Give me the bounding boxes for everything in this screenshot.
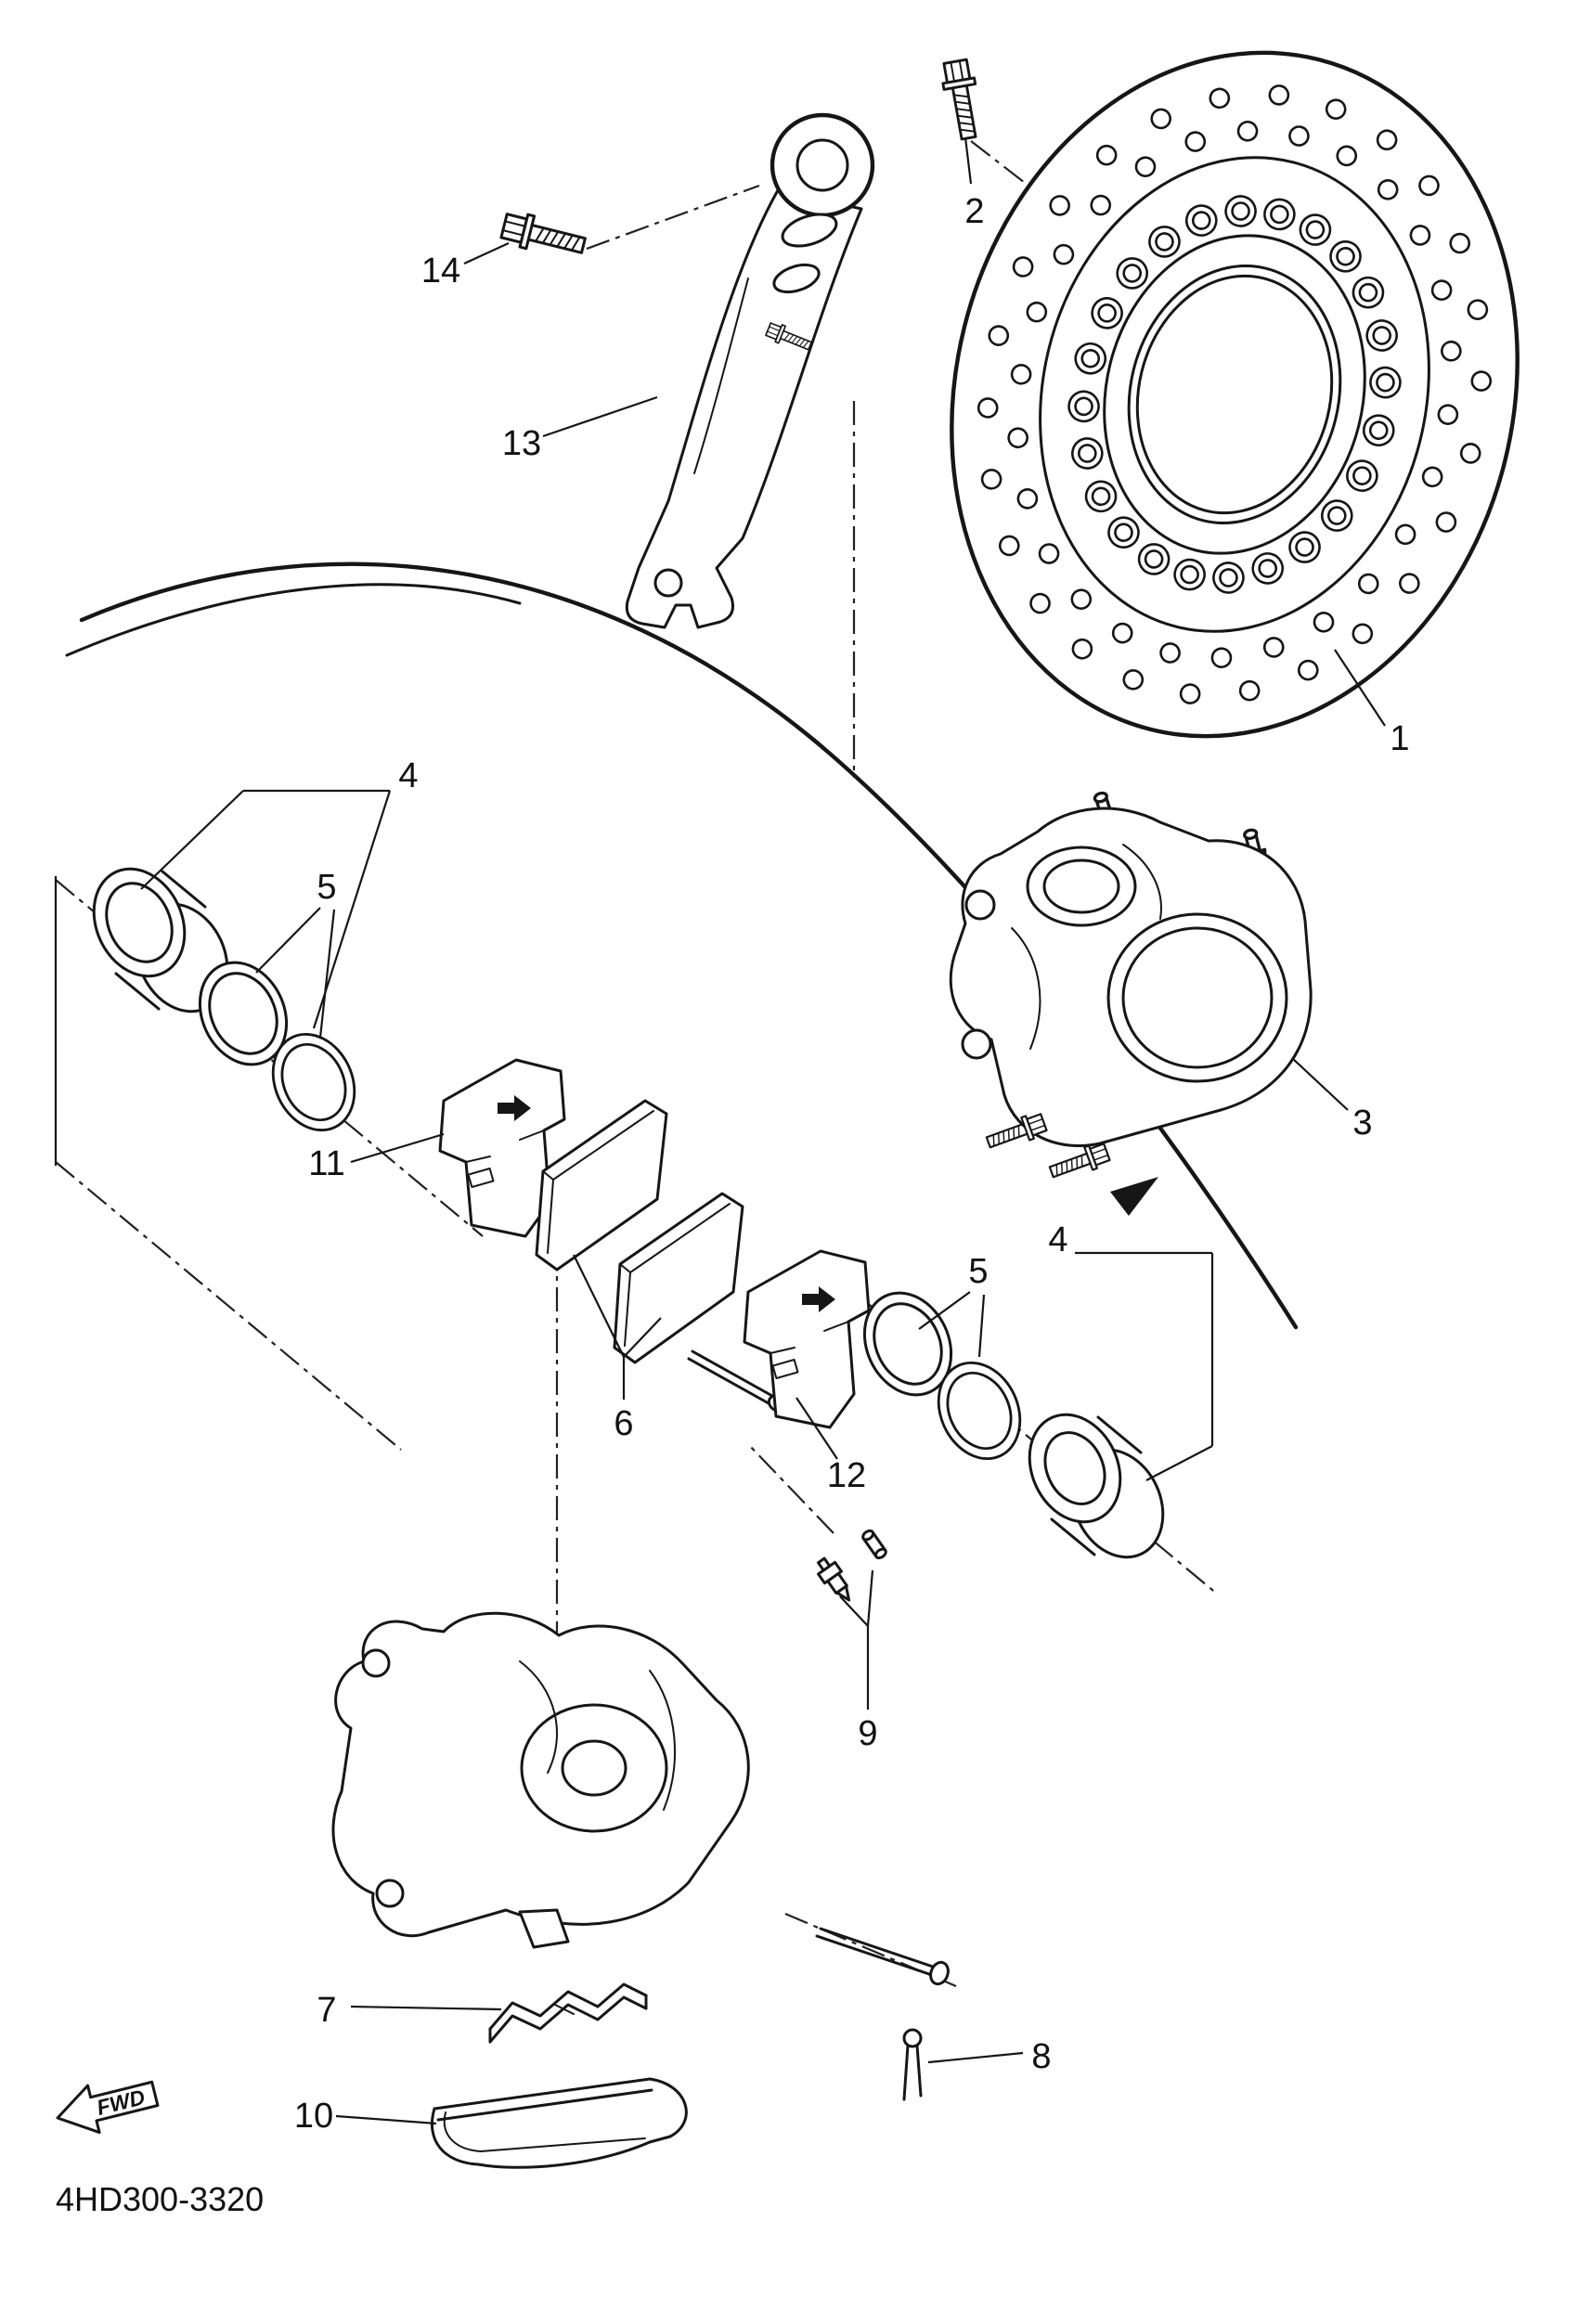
pad-cover-channel — [430, 2077, 688, 2169]
disc-slot-ring-inner — [1074, 201, 1395, 587]
brake-caliper — [949, 788, 1313, 1216]
callout-9: 9 — [858, 1714, 877, 1753]
caliper-bracket-body — [331, 1611, 750, 1949]
brake-disc — [950, 50, 1520, 739]
callout-4-left: 4 — [398, 756, 418, 795]
disc-hole-ring-outer — [977, 84, 1493, 704]
callout-4-right: 4 — [1048, 1220, 1067, 1259]
torque-arm — [625, 112, 875, 629]
callout-11: 11 — [308, 1144, 344, 1183]
pad-spring — [488, 1982, 648, 2044]
bleed-screw — [817, 1529, 887, 1602]
callout-14: 14 — [421, 252, 460, 290]
piston-seal-group-right — [847, 1277, 1165, 1559]
callout-12: 12 — [827, 1456, 866, 1495]
callout-13: 13 — [502, 424, 541, 463]
pad-direction-arrow — [802, 1286, 835, 1312]
callout-5-right: 5 — [968, 1252, 988, 1291]
disc-hole-ring-inner — [1007, 120, 1462, 669]
pad-plates — [535, 1099, 744, 1364]
callout-10: 10 — [294, 2097, 333, 2136]
fwd-arrow: FWD — [56, 2080, 160, 2135]
piston-seal-group-left — [92, 867, 371, 1145]
callout-7: 7 — [317, 1991, 336, 2030]
callout-1: 1 — [1390, 719, 1409, 758]
callout-3: 3 — [1352, 1104, 1372, 1143]
brake-pad-inner — [687, 1249, 871, 1429]
callout-5-left: 5 — [317, 868, 336, 907]
callout-8: 8 — [1031, 2037, 1051, 2076]
diagram-code: 4HD300-3320 — [56, 2180, 264, 2218]
callout-6: 6 — [614, 1404, 633, 1443]
direction-arrow — [1110, 1177, 1158, 1216]
callouts: 1 2 3 4 5 11 6 12 5 4 9 7 8 10 13 14 — [294, 192, 1410, 2136]
pad-pin — [815, 1927, 950, 2101]
torque-arm-bolt — [498, 208, 589, 264]
pad-direction-arrow — [498, 1095, 531, 1121]
callout-2: 2 — [964, 192, 984, 231]
disc-bolt — [938, 57, 986, 143]
fwd-label: FWD — [95, 2085, 148, 2120]
leader-lines — [140, 136, 1386, 2125]
